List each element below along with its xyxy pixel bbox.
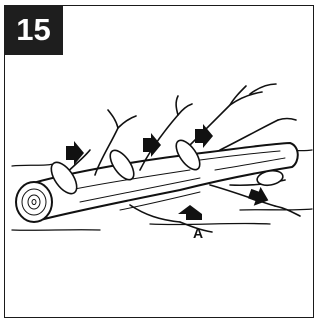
arrow-5 bbox=[178, 205, 202, 220]
arrow-3 bbox=[195, 124, 213, 148]
log-cut-end bbox=[16, 182, 52, 222]
arrow-4 bbox=[246, 184, 272, 210]
arrow-2 bbox=[143, 133, 161, 157]
arrow-1 bbox=[66, 141, 84, 165]
callout-label-a: A bbox=[193, 225, 203, 241]
